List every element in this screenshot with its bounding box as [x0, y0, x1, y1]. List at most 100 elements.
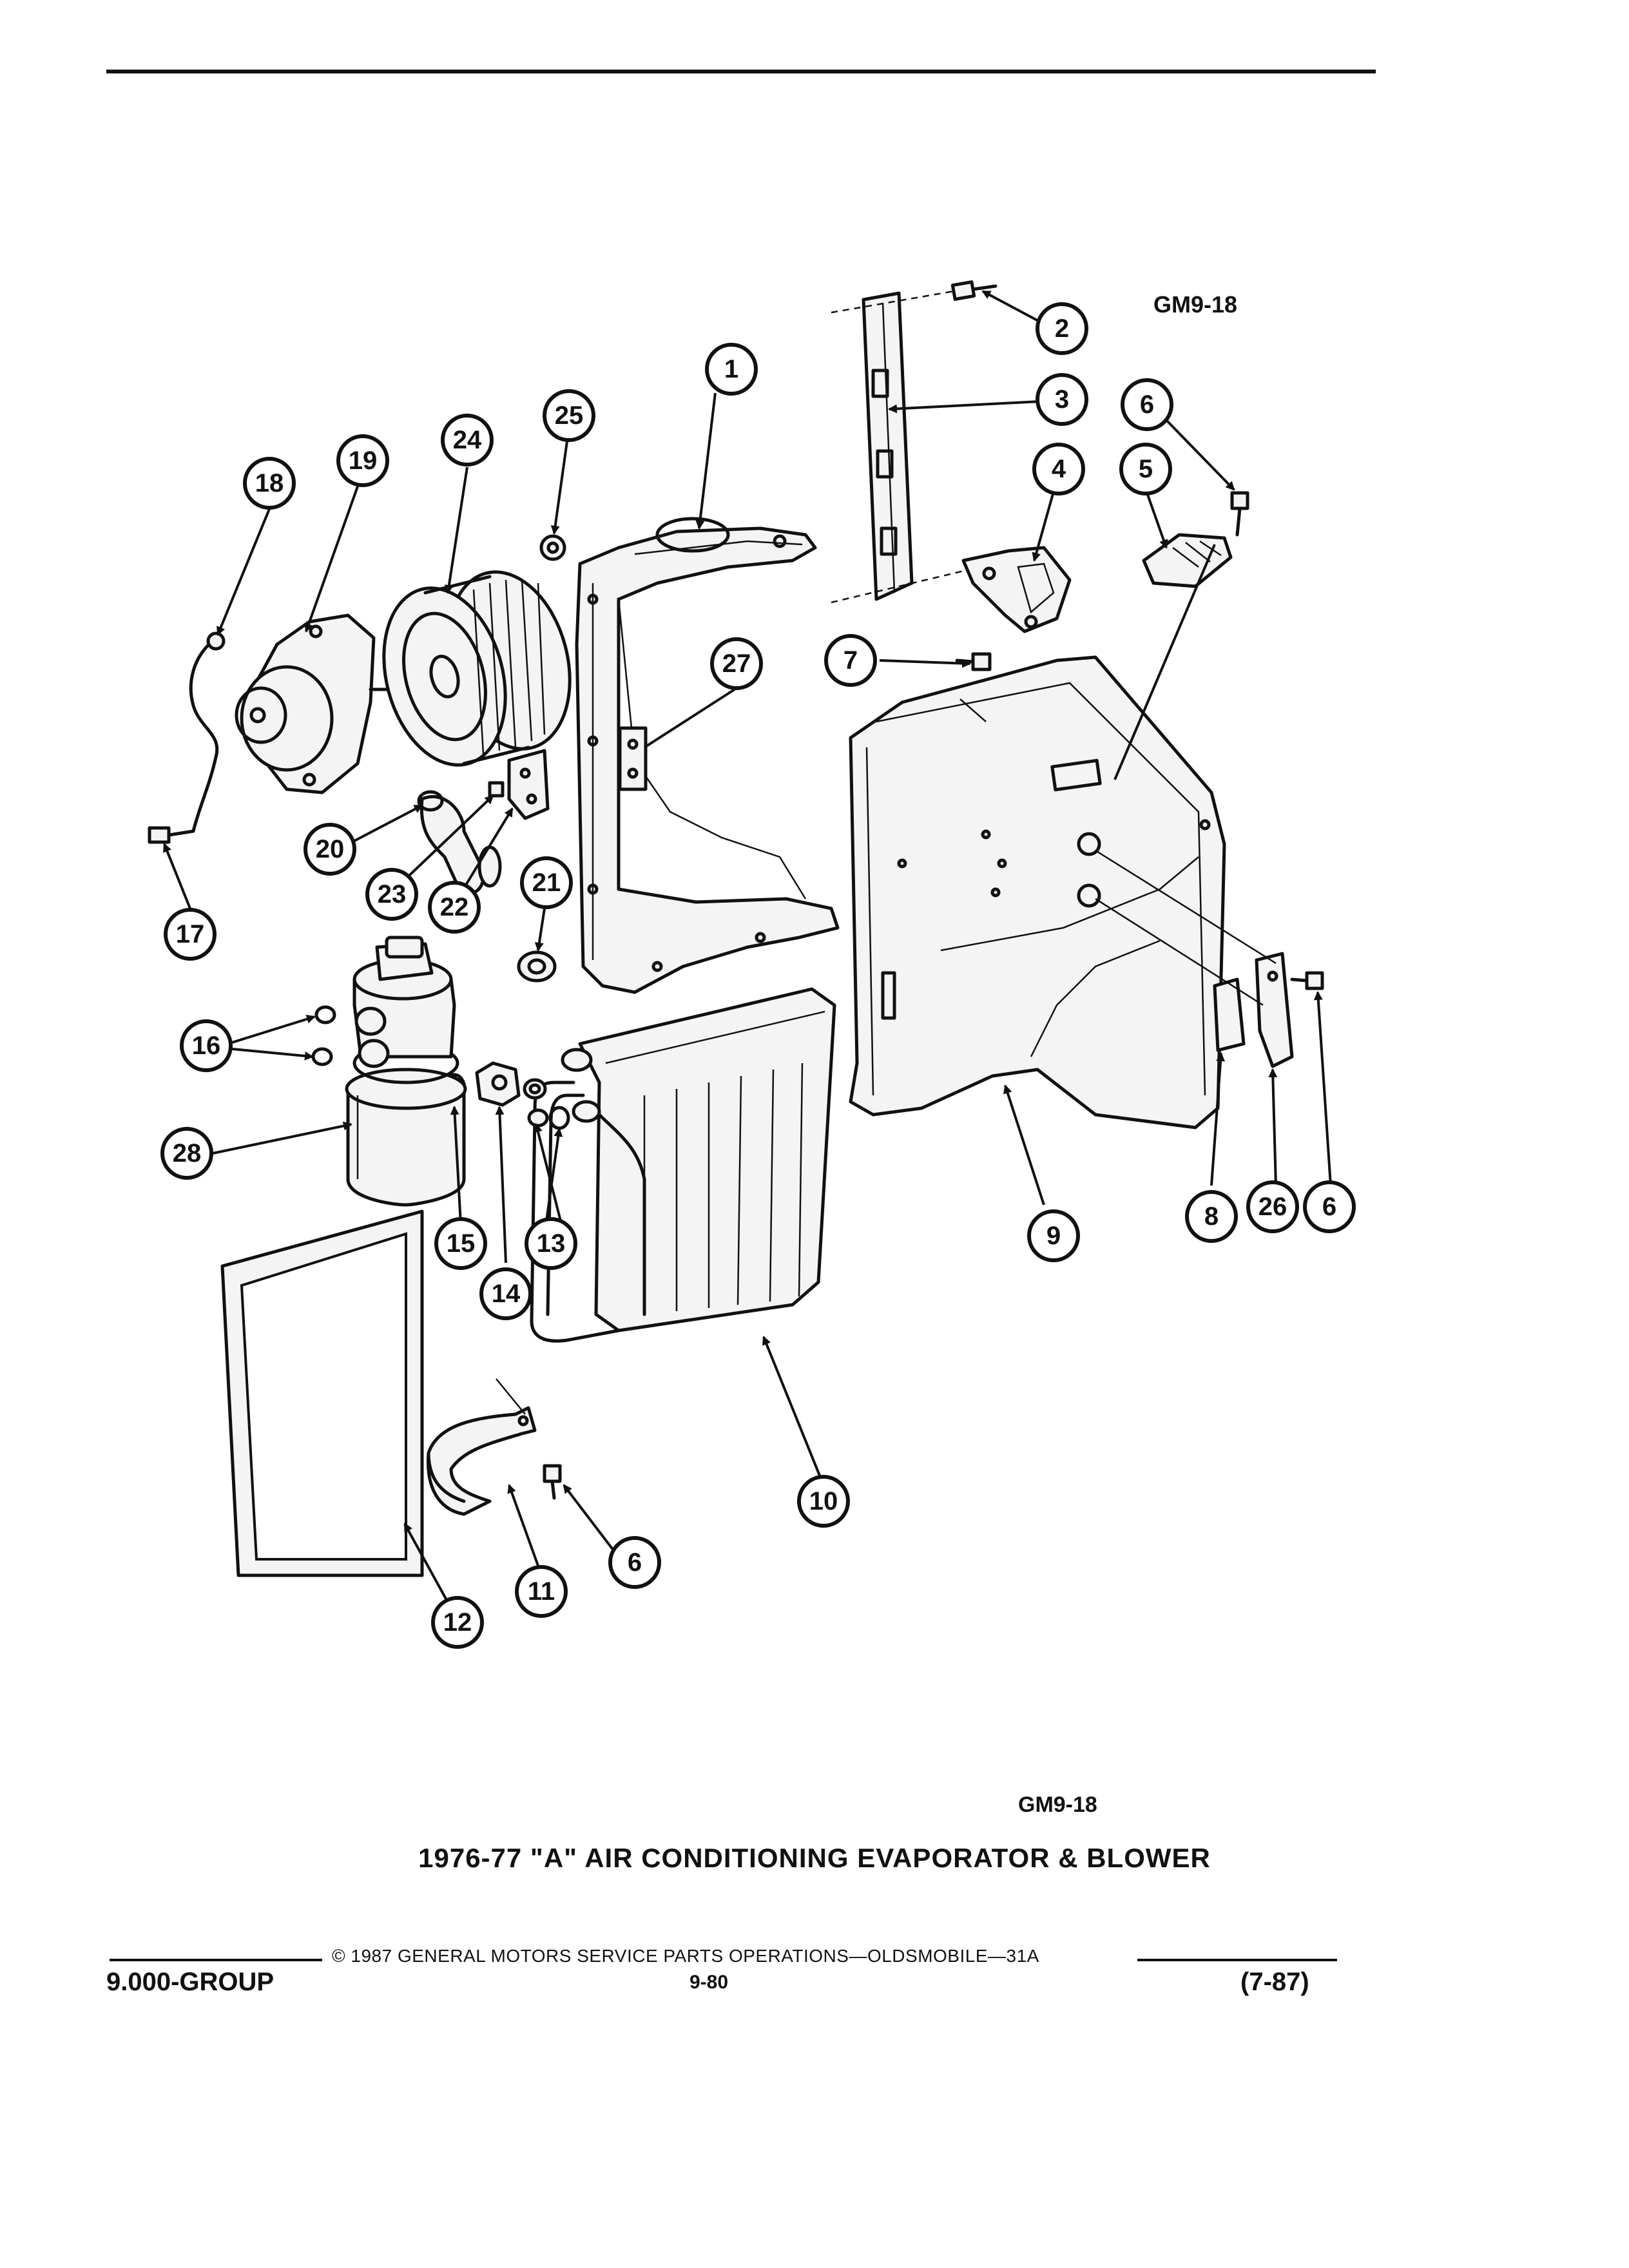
svg-text:1: 1 — [724, 355, 738, 383]
callout-25: 25 — [543, 389, 595, 442]
callout-8: 8 — [1185, 1190, 1238, 1243]
svg-text:6: 6 — [628, 1548, 642, 1577]
svg-text:21: 21 — [532, 869, 561, 897]
callout-13: 13 — [525, 1217, 577, 1270]
callout-15: 15 — [434, 1217, 487, 1270]
top-rule — [106, 70, 1376, 73]
callout-1: 1 — [705, 343, 758, 396]
callout-10: 10 — [797, 1475, 850, 1528]
leader-lines — [162, 290, 1332, 1615]
part-screw-6c — [543, 1464, 562, 1500]
figure-label-top: GM9-18 — [1153, 291, 1238, 318]
svg-text:18: 18 — [255, 469, 284, 497]
callout-5: 5 — [1119, 443, 1172, 495]
callout-9: 9 — [1027, 1209, 1080, 1262]
part-clip-22 — [507, 749, 550, 820]
part-bracket-26 — [1255, 952, 1294, 1068]
part-screw-6a — [1230, 491, 1249, 537]
part-grommet-21 — [517, 950, 557, 983]
part-accumulator-28 — [345, 936, 467, 1207]
callout-22: 22 — [428, 881, 481, 934]
part-bracket-strip — [862, 291, 914, 601]
footer-page-number: 9-80 — [689, 1972, 729, 1993]
part-seal-8 — [1213, 977, 1246, 1052]
part-evaporator-core-10 — [530, 987, 836, 1343]
footer-copyright: © 1987 GENERAL MOTORS SERVICE PARTS OPER… — [332, 1946, 1039, 1966]
svg-text:27: 27 — [722, 649, 751, 678]
svg-text:24: 24 — [453, 426, 482, 454]
part-seal-frame-12 — [220, 1209, 424, 1577]
part-ground-wire-18 — [148, 631, 226, 844]
footer-group: 9.000-GROUP — [106, 1968, 275, 1996]
part-bracket-4 — [961, 546, 1072, 633]
part-screw-23 — [488, 781, 505, 798]
callout-4: 4 — [1032, 443, 1085, 495]
part-drain-hose-20 — [417, 790, 502, 896]
figure-label-bottom: GM9-18 — [1018, 1792, 1097, 1817]
svg-text:22: 22 — [440, 893, 469, 921]
svg-text:11: 11 — [528, 1577, 555, 1606]
svg-text:6: 6 — [1322, 1193, 1336, 1221]
part-blower-motor-19 — [235, 613, 389, 794]
svg-text:6: 6 — [1140, 390, 1154, 419]
svg-text:15: 15 — [447, 1229, 476, 1258]
svg-text:13: 13 — [537, 1229, 566, 1258]
part-screw-2 — [950, 280, 998, 301]
part-plate-27 — [618, 726, 648, 791]
part-seal-14 — [475, 1061, 521, 1107]
svg-text:16: 16 — [192, 1032, 221, 1060]
part-blower-housing-1 — [575, 517, 840, 994]
svg-text:26: 26 — [1258, 1193, 1287, 1221]
callout-16: 16 — [180, 1019, 233, 1072]
callout-24: 24 — [441, 414, 494, 466]
svg-text:25: 25 — [555, 401, 584, 430]
callout-18: 18 — [243, 457, 296, 510]
callout-28: 28 — [160, 1127, 213, 1180]
callout-26: 26 — [1246, 1180, 1299, 1233]
callout-3: 3 — [1036, 373, 1088, 426]
callout-7: 7 — [824, 634, 877, 687]
part-o-rings-16 — [311, 1005, 336, 1066]
part-blower-wheel-24 — [382, 570, 572, 767]
part-nut-25 — [539, 534, 566, 561]
footer-rule-right — [1137, 1959, 1337, 1961]
svg-text:5: 5 — [1139, 455, 1153, 483]
svg-text:20: 20 — [316, 835, 345, 863]
svg-text:2: 2 — [1055, 314, 1069, 343]
part-evaporator-case-9 — [849, 655, 1226, 1129]
callout-19: 19 — [336, 434, 389, 487]
part-strap-11 — [426, 1406, 537, 1516]
callout-11: 11 — [515, 1565, 568, 1618]
callout-6-right: 6 — [1303, 1180, 1356, 1233]
svg-text:9: 9 — [1046, 1222, 1061, 1250]
callout-23: 23 — [365, 868, 418, 921]
part-screw-6b — [1290, 971, 1324, 990]
footer-revision: (7-87) — [1240, 1968, 1309, 1996]
svg-text:7: 7 — [843, 646, 858, 675]
callout-2: 2 — [1036, 302, 1088, 355]
callout-6-top: 6 — [1121, 378, 1173, 431]
footer-rule-left — [110, 1959, 322, 1961]
figure-caption: 1976-77 "A" AIR CONDITIONING EVAPORATOR … — [418, 1843, 1211, 1873]
part-plate-5 — [1142, 533, 1233, 588]
svg-text:10: 10 — [809, 1487, 838, 1515]
callout-17: 17 — [164, 908, 217, 961]
svg-text:4: 4 — [1052, 455, 1066, 483]
svg-text:14: 14 — [492, 1280, 521, 1308]
svg-text:8: 8 — [1204, 1202, 1219, 1231]
callout-12: 12 — [431, 1596, 484, 1649]
callout-14: 14 — [479, 1267, 532, 1320]
svg-text:17: 17 — [176, 920, 205, 948]
svg-text:19: 19 — [349, 447, 378, 475]
callout-21: 21 — [520, 856, 573, 909]
callout-20: 20 — [304, 823, 356, 876]
svg-text:23: 23 — [378, 880, 407, 908]
svg-text:3: 3 — [1055, 385, 1069, 414]
callout-6-lower: 6 — [608, 1536, 661, 1589]
svg-text:28: 28 — [173, 1139, 202, 1168]
part-o-rings-13 — [523, 1078, 570, 1130]
callout-27: 27 — [710, 637, 763, 690]
svg-text:12: 12 — [443, 1608, 472, 1637]
part-screw-7 — [955, 652, 992, 671]
